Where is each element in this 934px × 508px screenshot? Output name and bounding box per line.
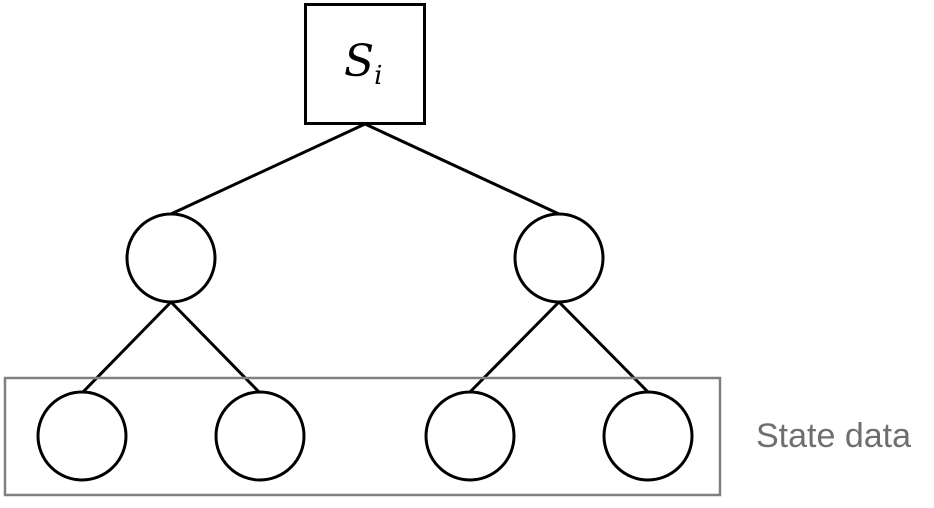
leaf-node-1 [36, 390, 128, 482]
leaf-node-2 [214, 390, 306, 482]
state-data-group [3, 376, 722, 497]
leaf-node-4 [602, 390, 694, 482]
edge-root-to-left-node [170, 122, 366, 216]
internal-node-right [513, 212, 605, 304]
root-node: Si [304, 3, 426, 125]
root-node-box [304, 3, 426, 125]
state-data-box [3, 376, 722, 497]
root-node-symbol: S [344, 36, 374, 87]
internal-node-left [125, 212, 217, 304]
root-node-subscript: i [374, 61, 382, 91]
state-data-label: State data [756, 417, 911, 455]
root-node-label: Si [344, 36, 382, 91]
edge-root-to-right-node [364, 122, 560, 216]
leaf-node-3 [424, 390, 516, 482]
